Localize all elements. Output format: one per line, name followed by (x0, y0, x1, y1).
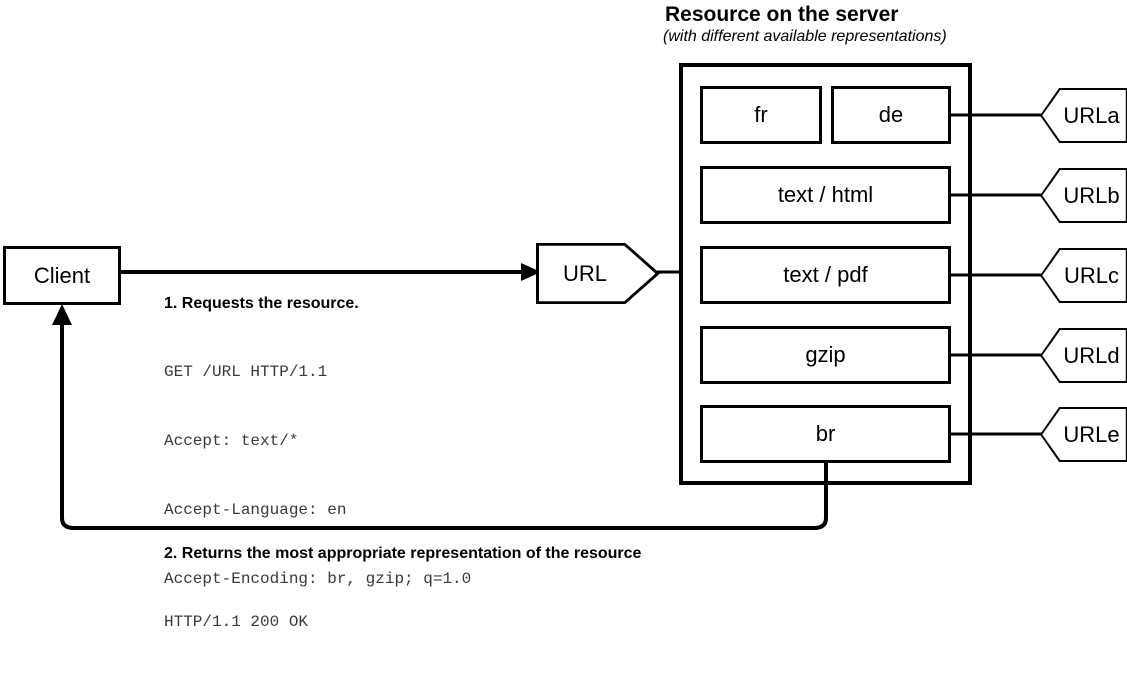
representation-box-fr[interactable]: fr (700, 86, 822, 144)
url-label: URLe (1042, 408, 1126, 461)
representation-box-de[interactable]: de (831, 86, 951, 144)
response-title: 2. Returns the most appropriate represen… (164, 545, 642, 562)
server-subtitle: (with different available representation… (663, 28, 947, 45)
url-request-label: URL (538, 245, 656, 302)
representation-label: fr (754, 102, 768, 127)
url-label: URLd (1042, 329, 1126, 382)
response-message: 2. Returns the most appropriate represen… (164, 545, 641, 679)
request-headers: GET /URL HTTP/1.1 Accept: text/* Accept-… (164, 315, 471, 637)
url-label: URLa (1042, 89, 1126, 142)
server-container (679, 63, 972, 485)
url-request-shape[interactable]: URL (536, 243, 660, 304)
response-headers: HTTP/1.1 200 OK Content-Location: /URLe … (164, 565, 641, 679)
representation-box-br[interactable]: br (700, 405, 951, 463)
representation-label: br (815, 421, 836, 446)
url-shape-urlc[interactable]: URLc (1040, 248, 1127, 303)
request-header-line: Accept-Language: en (164, 501, 347, 519)
request-header-line: Accept-Encoding: br, gzip; q=1.0 (164, 570, 472, 588)
url-shape-urla[interactable]: URLa (1040, 88, 1127, 143)
request-header-line: GET /URL HTTP/1.1 (164, 363, 328, 381)
response-arrow-head (52, 304, 72, 325)
server-title: Resource on the server (665, 3, 899, 26)
url-label: URLb (1042, 169, 1126, 222)
request-header-line: Accept: text/* (164, 432, 299, 450)
client-label: Client (33, 262, 91, 288)
representation-label: text / pdf (783, 262, 868, 287)
representation-box-text-pdf[interactable]: text / pdf (700, 246, 951, 304)
representation-box-gzip[interactable]: gzip (700, 326, 951, 384)
request-title: 1. Requests the resource. (164, 295, 359, 312)
representation-label: gzip (805, 342, 846, 367)
request-message: 1. Requests the resource. GET /URL HTTP/… (164, 295, 471, 637)
response-header-line: HTTP/1.1 200 OK (164, 613, 309, 631)
url-shape-urle[interactable]: URLe (1040, 407, 1127, 462)
representation-label: de (878, 102, 904, 127)
client-box[interactable]: Client (3, 246, 121, 305)
representation-label: text / html (777, 182, 874, 207)
representation-box-text-html[interactable]: text / html (700, 166, 951, 224)
url-label: URLc (1042, 249, 1126, 302)
url-shape-urlb[interactable]: URLb (1040, 168, 1127, 223)
url-shape-urld[interactable]: URLd (1040, 328, 1127, 383)
